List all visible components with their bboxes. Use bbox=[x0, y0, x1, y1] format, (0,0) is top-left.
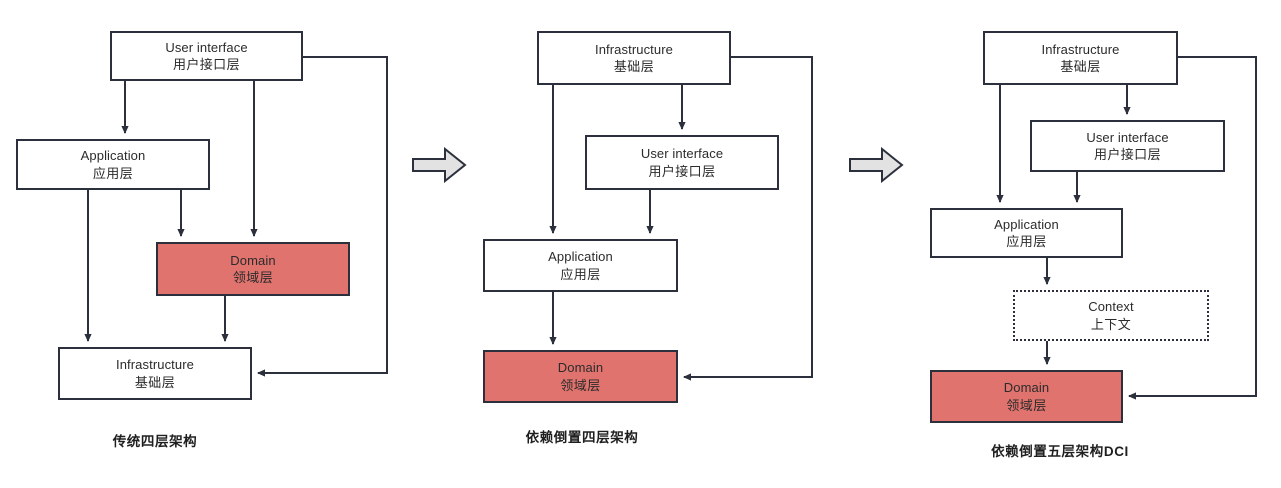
edge-infra-to-domain-p3 bbox=[1128, 56, 1257, 400]
panel-caption: 依赖倒置五层架构DCI bbox=[991, 444, 1129, 459]
node-label-zh: 基础层 bbox=[613, 59, 655, 74]
node-label-en: Domain bbox=[1003, 380, 1050, 396]
node-label-en: Infrastructure bbox=[595, 41, 673, 57]
node-label-zh: 应用层 bbox=[560, 266, 601, 282]
node-domain[interactable]: Domain 领域层 bbox=[930, 370, 1123, 423]
node-domain[interactable]: Domain 领域层 bbox=[483, 350, 678, 403]
node-application[interactable]: Application 应用层 bbox=[930, 208, 1123, 258]
node-label-en: User interface bbox=[165, 39, 248, 55]
node-infrastructure[interactable]: Infrastructure 基础层 bbox=[537, 31, 731, 85]
step-arrow-2 bbox=[848, 146, 904, 184]
step-arrow-1 bbox=[411, 146, 467, 184]
node-label-zh: 用户接口层 bbox=[1093, 147, 1161, 162]
node-user-interface[interactable]: User interface 用户接口层 bbox=[585, 135, 779, 190]
node-label-en: User interface bbox=[640, 146, 724, 162]
node-label-zh: 应用层 bbox=[1006, 234, 1047, 249]
node-label-zh: 领域层 bbox=[1006, 397, 1047, 413]
node-label-en: Infrastructure bbox=[1041, 41, 1120, 57]
node-label-en: User interface bbox=[1086, 129, 1169, 145]
node-infrastructure[interactable]: Infrastructure 基础层 bbox=[983, 31, 1178, 85]
node-label-zh: 上下文 bbox=[1090, 316, 1132, 332]
node-label-en: Domain bbox=[230, 252, 276, 268]
node-application[interactable]: Application 应用层 bbox=[483, 239, 678, 292]
node-label-zh: 用户接口层 bbox=[648, 163, 716, 179]
node-label-en: Application bbox=[548, 249, 613, 265]
panel-caption: 依赖倒置四层架构 bbox=[525, 430, 639, 445]
right-arrow-icon bbox=[412, 146, 467, 184]
node-user-interface[interactable]: User interface 用户接口层 bbox=[1030, 120, 1225, 172]
node-user-interface[interactable]: User interface 用户接口层 bbox=[110, 31, 303, 81]
panel-inverted-four-layer: Infrastructure 基础层 User interface 用户接口层 … bbox=[483, 31, 779, 445]
node-label-en: Domain bbox=[557, 360, 604, 376]
node-label-en: Application bbox=[994, 216, 1059, 232]
node-infrastructure[interactable]: Infrastructure 基础层 bbox=[58, 347, 252, 400]
edge-ui-to-infra-p1 bbox=[257, 56, 388, 377]
node-label-en: Infrastructure bbox=[116, 357, 194, 373]
node-label-zh: 基础层 bbox=[1060, 59, 1101, 74]
node-label-zh: 应用层 bbox=[92, 165, 134, 181]
node-label-en: Application bbox=[80, 148, 146, 164]
node-domain[interactable]: Domain 领域层 bbox=[156, 242, 350, 296]
right-arrow-icon bbox=[849, 146, 904, 184]
node-label-zh: 领域层 bbox=[232, 270, 274, 285]
panel-traditional-four-layer: User interface 用户接口层 Application 应用层 Dom… bbox=[0, 0, 420, 488]
edge-infra-to-domain-p2 bbox=[683, 56, 813, 381]
node-context[interactable]: Context 上下文 bbox=[1013, 290, 1209, 341]
panel-caption: 传统四层架构 bbox=[112, 434, 198, 449]
node-label-zh: 基础层 bbox=[134, 374, 176, 390]
node-label-zh: 用户接口层 bbox=[172, 57, 240, 72]
node-label-zh: 领域层 bbox=[560, 377, 601, 393]
node-label-en: Context bbox=[1088, 299, 1134, 315]
node-application[interactable]: Application 应用层 bbox=[16, 139, 210, 190]
